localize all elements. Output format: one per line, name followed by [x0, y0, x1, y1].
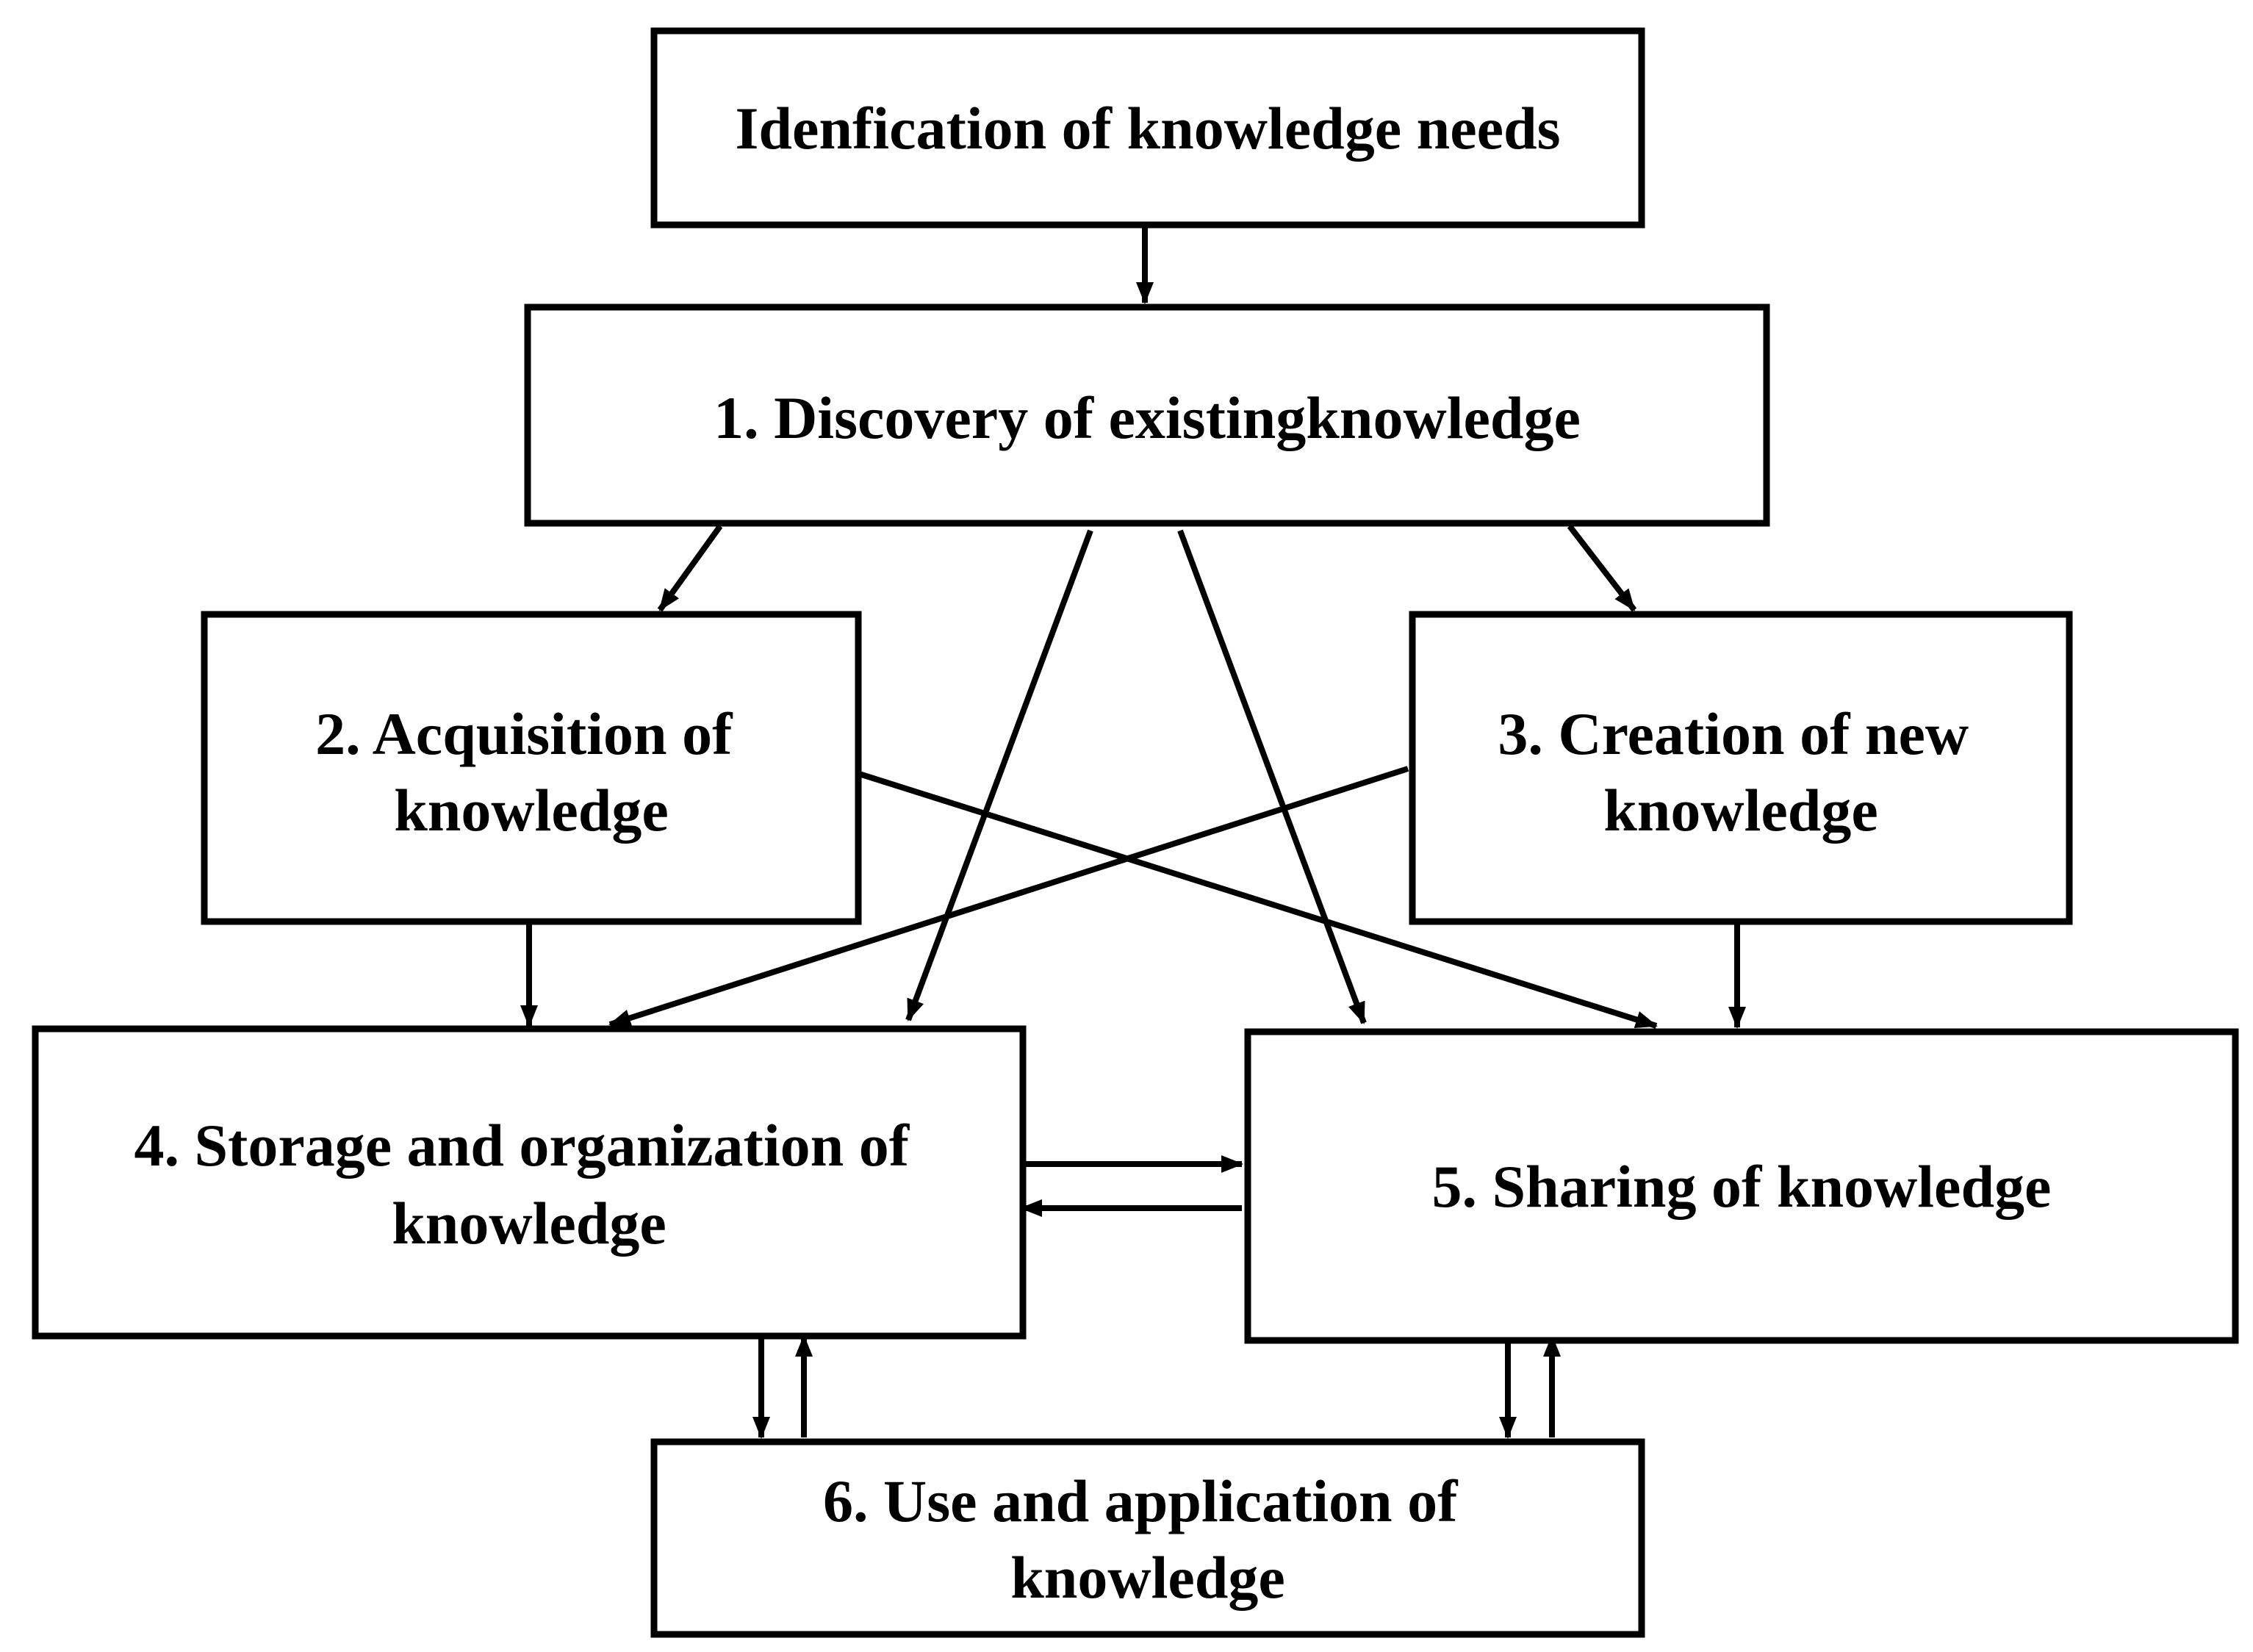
- node-use-line-1: 6. Use and application of: [823, 1468, 1459, 1534]
- edge-acquisition-to-sharing: [855, 770, 1658, 1029]
- node-acquisition-line-2: knowledge: [394, 777, 669, 844]
- node-storage: 4. Storage and organization of knowledge: [32, 1025, 1027, 1340]
- node-needs-line-1: Idenfication of knowledge needs: [735, 95, 1560, 162]
- node-discovery-line-1: 1. Discovery of existingknowledge: [714, 384, 1581, 451]
- node-creation-label: 3. Creation of new knowledge: [1498, 700, 1983, 844]
- node-use-label: 6. Use and application of knowledge: [823, 1468, 1473, 1611]
- node-acquisition-line-1: 2. Acquisition of: [315, 700, 733, 767]
- node-sharing: 5. Sharing of knowledge: [1244, 1028, 2239, 1344]
- node-use-line-2: knowledge: [1010, 1544, 1285, 1611]
- node-storage-line-1: 4. Storage and organization of: [134, 1112, 910, 1179]
- node-needs-label: Idenfication of knowledge needs: [735, 95, 1560, 162]
- node-use: 6. Use and application of knowledge: [650, 1438, 1645, 1638]
- node-sharing-line-1: 5. Sharing of knowledge: [1432, 1153, 2052, 1220]
- edge-creation-to-storage: [608, 766, 1409, 1027]
- node-creation-line-1: 3. Creation of new: [1498, 700, 1969, 767]
- node-storage-line-2: knowledge: [392, 1190, 666, 1257]
- edge-discovery-to-sharing: [1177, 529, 1367, 1024]
- node-needs-box: [650, 27, 1645, 229]
- node-discovery: 1. Discovery of existingknowledge: [524, 304, 1770, 527]
- edge-discovery-to-acquisition: [657, 524, 723, 612]
- node-storage-label: 4. Storage and organization of knowledge: [134, 1112, 924, 1257]
- node-needs: Idenfication of knowledge needs: [650, 27, 1645, 229]
- nodes-layer: Idenfication of knowledge needs 1. Disco…: [32, 27, 2239, 1638]
- node-storage-box: [32, 1025, 1027, 1340]
- node-sharing-label: 5. Sharing of knowledge: [1432, 1153, 2052, 1220]
- edges-layer: [520, 226, 1746, 1439]
- node-discovery-box: [524, 304, 1770, 527]
- node-creation-line-2: knowledge: [1603, 777, 1878, 844]
- node-discovery-label: 1. Discovery of existingknowledge: [714, 384, 1581, 451]
- node-acquisition-box: [201, 611, 862, 925]
- node-acquisition: 2. Acquisition of knowledge: [201, 611, 862, 925]
- edge-discovery-to-storage: [905, 529, 1093, 1021]
- node-creation-box: [1409, 611, 2073, 925]
- edge-discovery-to-creation: [1567, 524, 1637, 612]
- node-acquisition-label: 2. Acquisition of knowledge: [315, 700, 747, 844]
- node-sharing-box: [1244, 1028, 2239, 1344]
- node-use-box: [650, 1438, 1645, 1638]
- node-creation: 3. Creation of new knowledge: [1409, 611, 2073, 925]
